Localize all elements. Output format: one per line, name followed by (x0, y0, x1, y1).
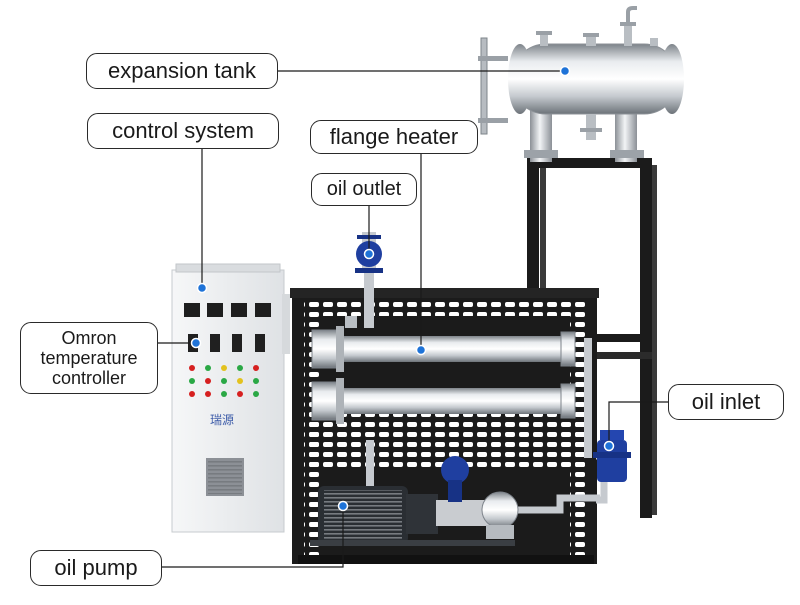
label-oil-pump: oil pump (30, 550, 162, 586)
oil-pump-assembly (310, 486, 519, 546)
expansion-tank (478, 6, 684, 162)
label-oil-outlet: oil outlet (311, 173, 417, 206)
label-omron-temperature-controller: Omron temperature controller (20, 322, 158, 394)
oil-inlet-valve (593, 430, 631, 482)
marker-dots (190, 65, 615, 512)
label-control-system: control system (87, 113, 279, 149)
leader-lines (157, 70, 669, 568)
label-flange-heater: flange heater (310, 120, 478, 154)
label-oil-inlet: oil inlet (668, 384, 784, 420)
cabinet-brand: 瑞源 (210, 413, 234, 427)
control-cabinet (171, 263, 290, 533)
pump-valve (441, 456, 469, 502)
flange-heater (311, 316, 576, 424)
label-expansion-tank: expansion tank (86, 53, 278, 89)
